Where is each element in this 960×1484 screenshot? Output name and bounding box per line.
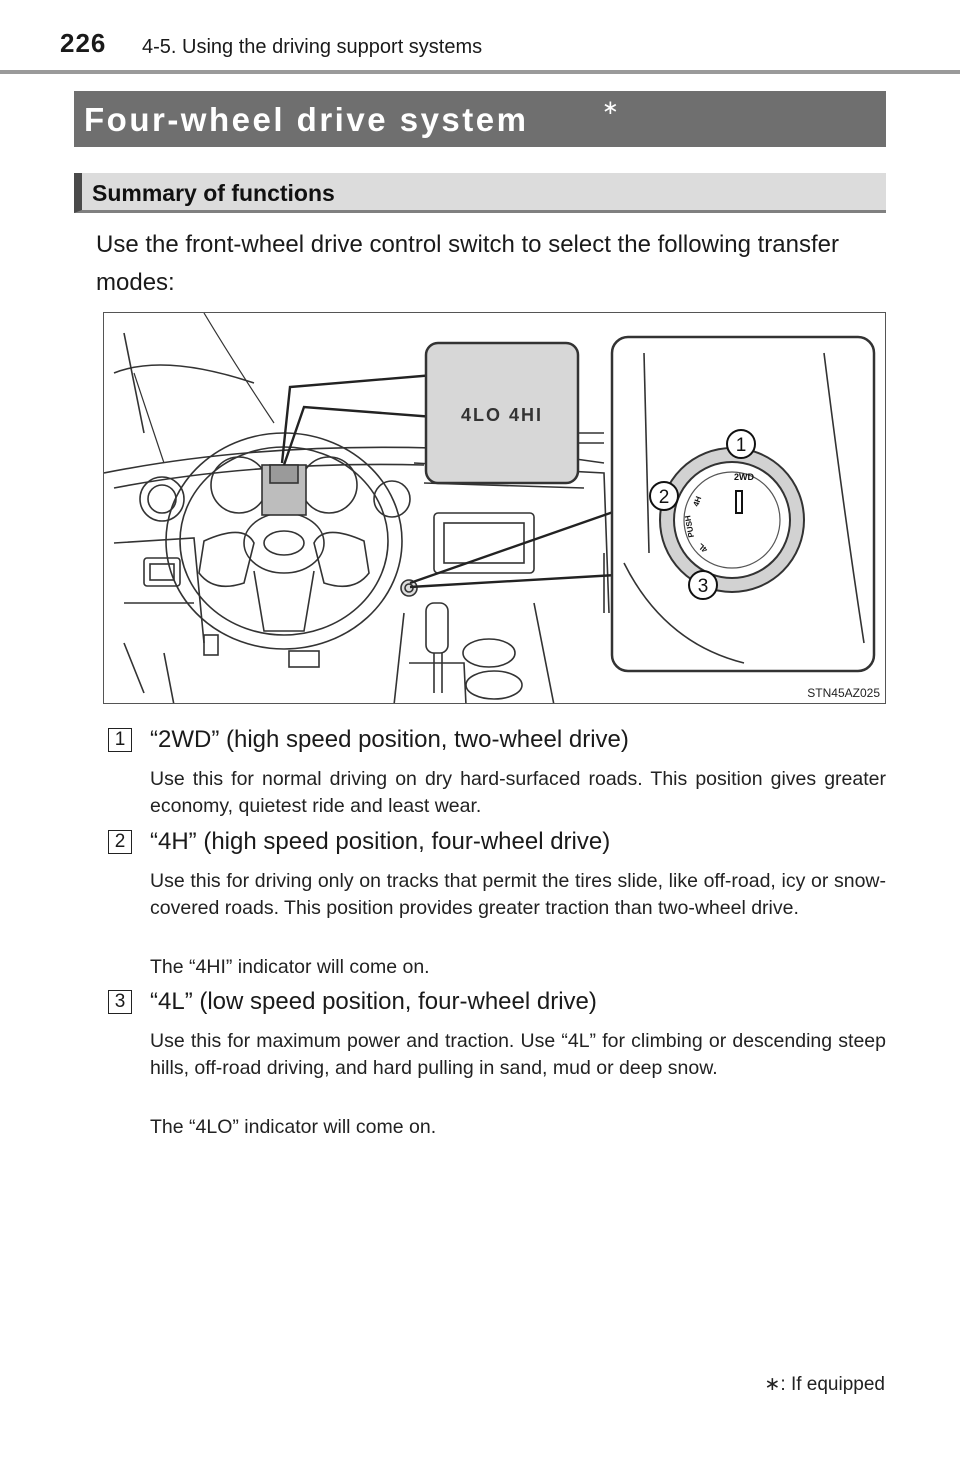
dial-label-push: PUSH bbox=[683, 515, 696, 539]
item-description: Use this for maximum power and traction.… bbox=[150, 1030, 886, 1079]
page-title: Four-wheel drive system bbox=[84, 101, 529, 138]
callout-1: 1 bbox=[736, 435, 747, 456]
page-number: 226 bbox=[60, 28, 107, 58]
title-asterisk: ∗ bbox=[602, 97, 619, 119]
item-note: The “4HI” indicator will come on. bbox=[150, 956, 430, 978]
item-description: Use this for driving only on tracks that… bbox=[150, 870, 886, 919]
footnote: ∗: If equipped bbox=[764, 1374, 885, 1395]
section-breadcrumb: 4-5. Using the driving support systems bbox=[142, 36, 483, 58]
subsection-title: Summary of functions bbox=[92, 180, 335, 206]
dial-label-2wd: 2WD bbox=[734, 472, 755, 482]
item-description: Use this for normal driving on dry hard-… bbox=[150, 768, 886, 817]
callout-2: 2 bbox=[659, 487, 670, 508]
callout-3: 3 bbox=[698, 576, 709, 597]
item-number-badge: 3 bbox=[108, 990, 132, 1014]
figure-code: STN45AZ025 bbox=[807, 686, 880, 700]
page-header: 226 4-5. Using the driving support syste… bbox=[0, 0, 960, 76]
indicator-label: 4LO 4HI bbox=[461, 405, 543, 425]
subsection-title-bar: Summary of functions bbox=[74, 173, 886, 213]
dial-label-4h: 4H bbox=[691, 495, 703, 508]
dashboard-illustration: 4LO 4HI 2WD 4H PUSH 4L 1 2 3 STN45AZ025 bbox=[103, 312, 886, 704]
item-note: The “4LO” indicator will come on. bbox=[150, 1116, 437, 1138]
item-heading: “4H” (high speed position, four-wheel dr… bbox=[150, 828, 611, 855]
item-heading: “2WD” (high speed position, two-wheel dr… bbox=[150, 726, 629, 753]
item-number-badge: 1 bbox=[108, 728, 132, 752]
item-heading: “4L” (low speed position, four-wheel dri… bbox=[150, 988, 597, 1015]
item-number-badge: 2 bbox=[108, 830, 132, 854]
section-title-bar: Four-wheel drive system ∗ bbox=[74, 91, 886, 147]
header-divider bbox=[0, 70, 960, 74]
dashboard-drawing: 4LO 4HI 2WD 4H PUSH 4L 1 2 3 STN45AZ025 bbox=[104, 313, 880, 703]
intro-paragraph: Use the front-wheel drive control switch… bbox=[96, 231, 840, 296]
